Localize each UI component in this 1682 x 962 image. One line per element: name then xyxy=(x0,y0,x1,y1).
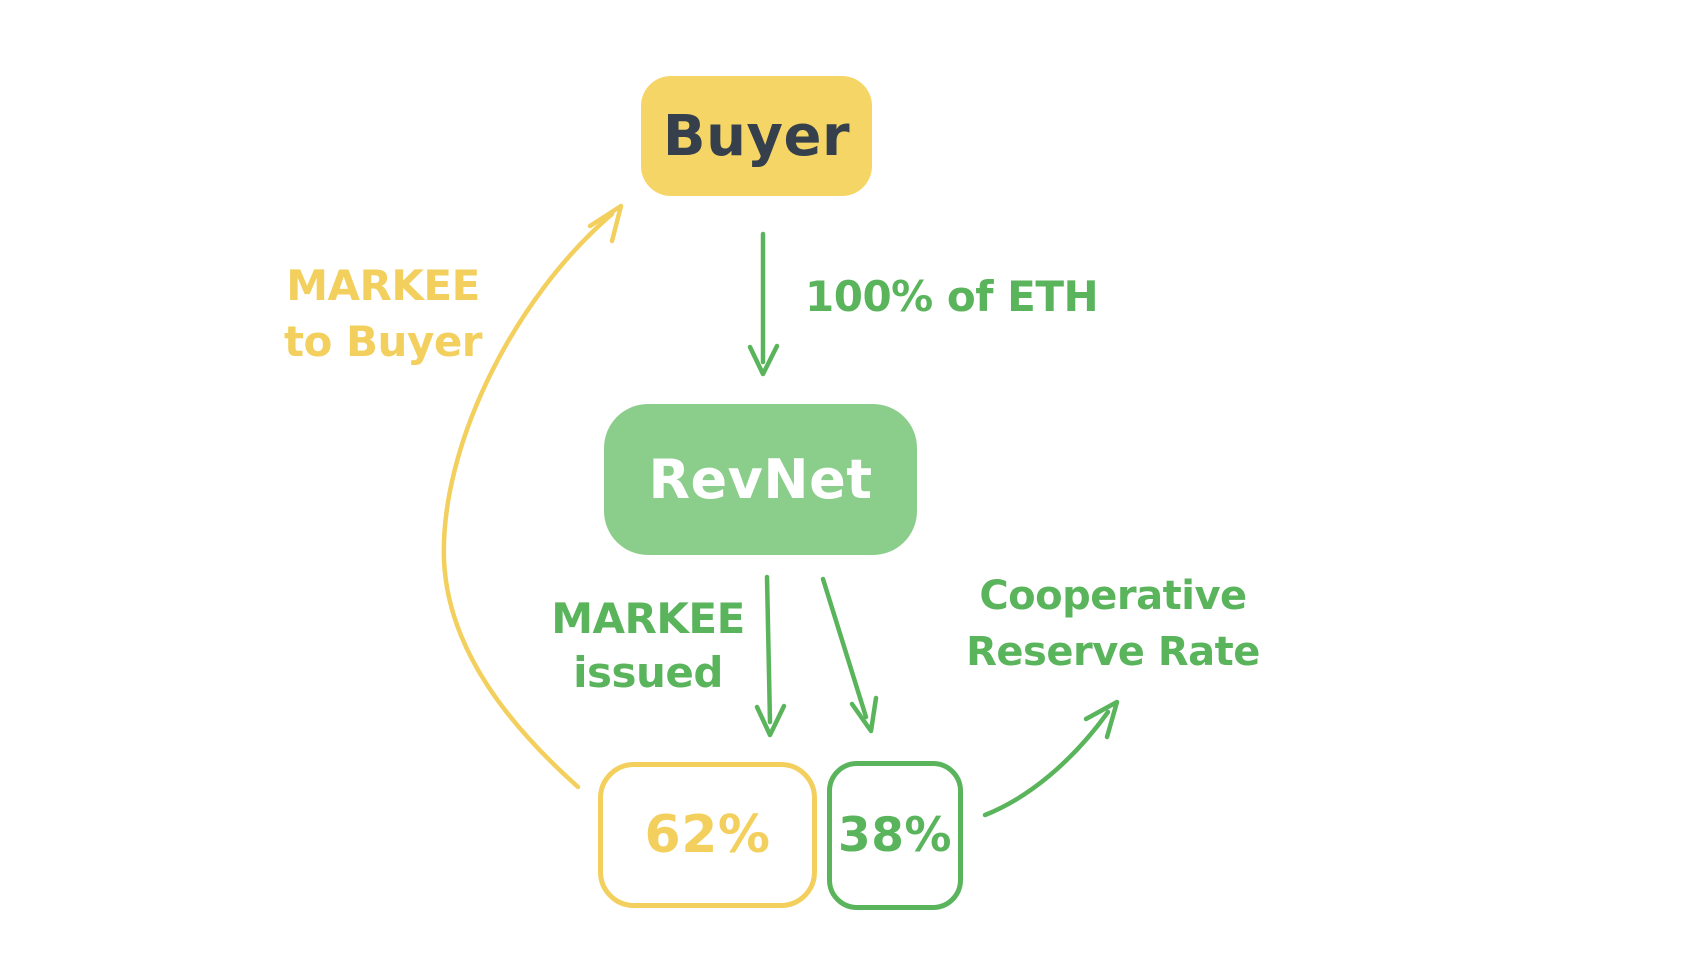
arrow-revnet-to-38 xyxy=(820,576,879,734)
node-payout-62: 62% xyxy=(598,762,817,908)
node-buyer: Buyer xyxy=(641,76,872,196)
arrow-38-to-reserve xyxy=(982,699,1120,818)
node-reserve-38: 38% xyxy=(827,761,963,910)
node-payout-62-label: 62% xyxy=(644,805,771,865)
edge-label-cooperative-reserve-rate: Cooperative Reserve Rate xyxy=(966,573,1260,675)
edge-label-eth-flow: 100% of ETH xyxy=(805,272,1099,321)
node-revnet: RevNet xyxy=(604,404,917,555)
node-buyer-label: Buyer xyxy=(662,103,851,169)
arrow-buyer-to-revnet xyxy=(747,231,780,377)
edge-label-markee-issued: MARKEE issued xyxy=(551,594,745,697)
edge-label-markee-to-buyer: MARKEE to Buyer xyxy=(283,261,483,366)
node-revnet-label: RevNet xyxy=(648,448,873,511)
arrow-revnet-to-62 xyxy=(754,574,787,738)
node-reserve-38-label: 38% xyxy=(838,808,952,863)
